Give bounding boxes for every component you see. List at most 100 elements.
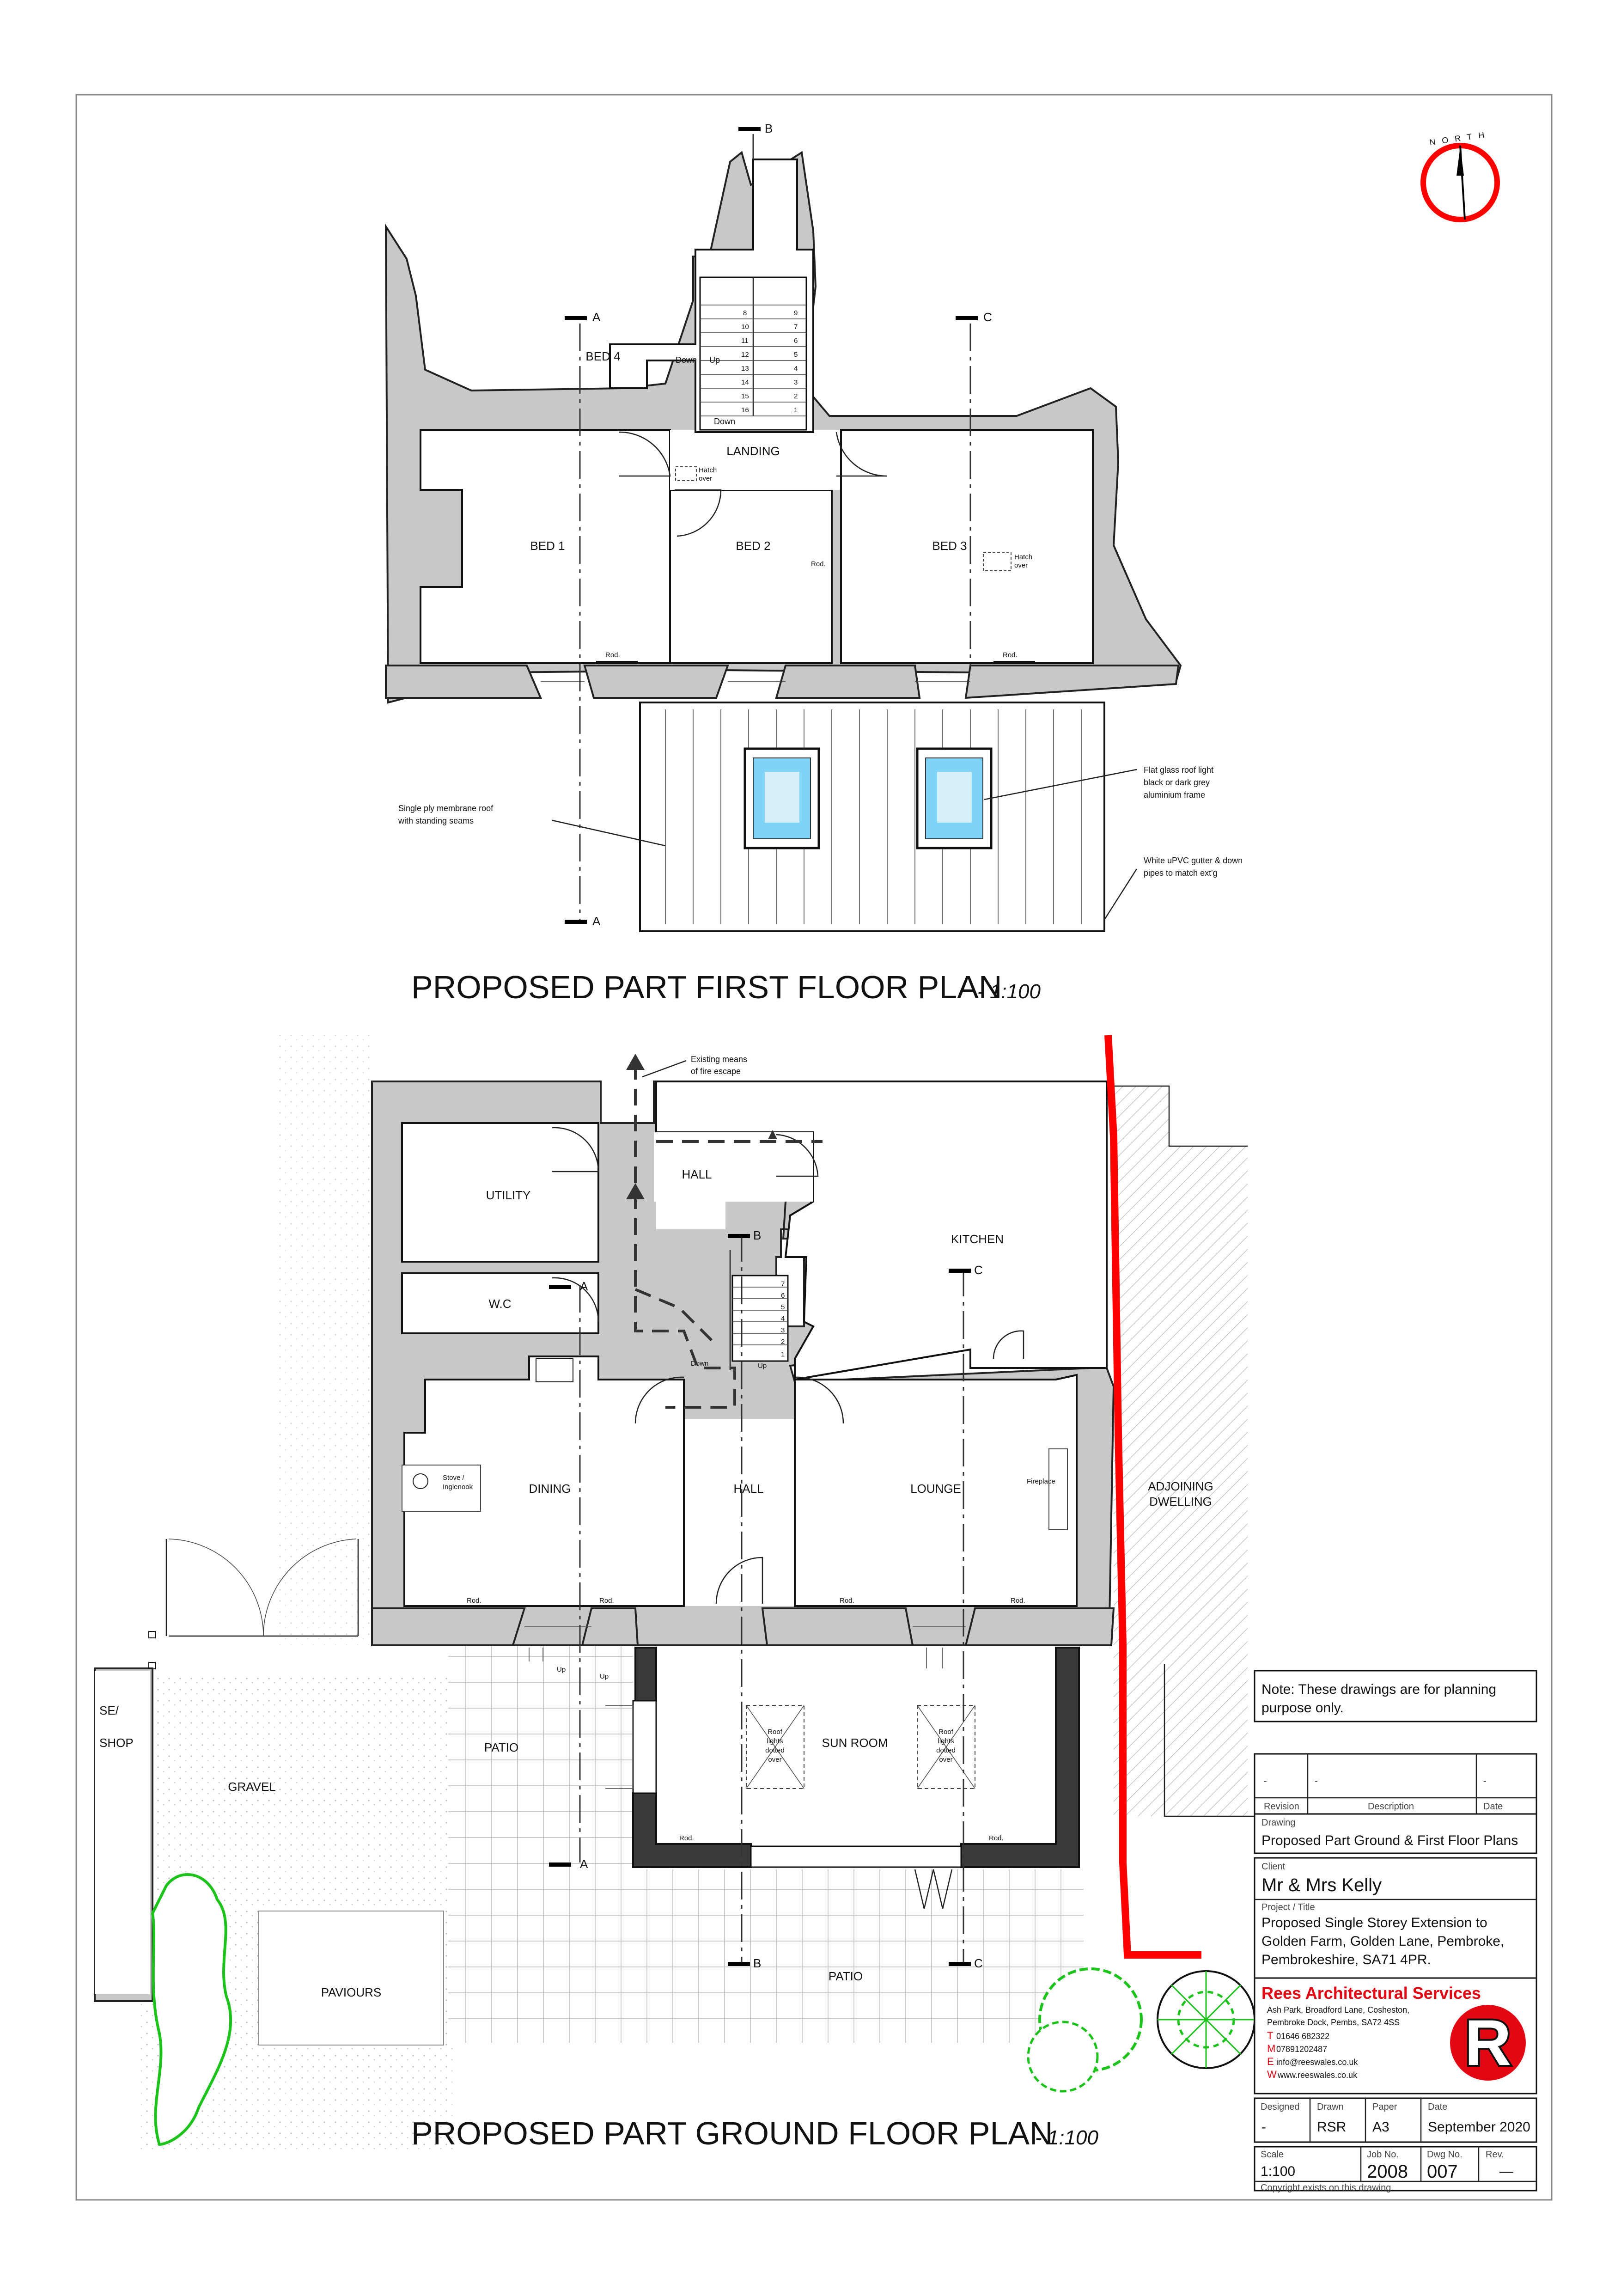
gutter-note-2: pipes to match ext'g: [1144, 868, 1218, 878]
first-floor-title: PROPOSED PART FIRST FLOOR PLAN: [411, 969, 1002, 1005]
section-c-label: C: [983, 310, 992, 324]
rod-label: Rod.: [599, 1597, 614, 1605]
bed-3-rod-label: Rod.: [1003, 651, 1018, 659]
bed-2-door: [675, 489, 722, 537]
section-b-label: B: [753, 1228, 761, 1242]
stair-num: 6: [781, 1292, 785, 1300]
escape-arrow-icon: [626, 1054, 645, 1070]
section-a-label-2: A: [592, 914, 601, 928]
kitchen-label: KITCHEN: [951, 1232, 1004, 1246]
paper-label: Paper: [1372, 2102, 1397, 2112]
stair-num: 11: [741, 337, 749, 345]
sun-room-wall: [960, 1647, 1080, 1868]
fire-escape-note-2: of fire escape: [691, 1067, 741, 1076]
stair-up-label: Up: [758, 1362, 767, 1370]
roof-lights-label: Roof: [938, 1728, 954, 1736]
phone-t: 01646 682322: [1276, 2032, 1329, 2041]
dining-door: [634, 1376, 684, 1424]
stair-num: 7: [794, 323, 798, 331]
bed-2-label: BED 2: [736, 539, 770, 553]
fire-escape-leader: [642, 1060, 687, 1078]
fire-escape-route: [634, 1063, 736, 1409]
scale-value: 1:100: [1261, 2164, 1295, 2179]
drawing-title: Proposed Part Ground & First Floor Plans: [1261, 1833, 1518, 1848]
site-boundary-line: [1104, 1035, 1201, 1959]
sheet-border: [75, 94, 1553, 2201]
utility-door: [552, 1127, 599, 1172]
patio-door: [529, 1648, 543, 1661]
lounge-door: [794, 1376, 844, 1424]
section-c-label: C: [974, 1263, 983, 1277]
section-a-label: A: [580, 1279, 588, 1293]
fire-escape-route-3: [634, 1288, 713, 1342]
client-label: Client: [1261, 1862, 1286, 1872]
adjoining-label: ADJOINING: [1148, 1479, 1213, 1493]
bed-3-label: BED 3: [932, 539, 967, 553]
stair-num: 3: [794, 379, 798, 386]
adjoining-outline: [1109, 1085, 1248, 1147]
firm-address-2: Pembroke Dock, Pembs, SA72 4SS: [1267, 2018, 1400, 2027]
tree-icon: [1027, 1967, 1143, 2093]
section-a-label: A: [592, 310, 601, 324]
rev-value: —: [1499, 2164, 1513, 2179]
revision-dash: -: [1264, 1776, 1267, 1786]
section-marker: [728, 1962, 750, 1966]
firm-logo-icon: R: [1450, 2004, 1526, 2081]
stair-num: 15: [741, 392, 749, 400]
job-label: Job No.: [1367, 2149, 1399, 2160]
back-door: [993, 1330, 1024, 1359]
first-floor-windows: [385, 665, 1180, 699]
section-marker: [956, 316, 978, 320]
sun-room-side-door-swing: [605, 1705, 634, 1789]
ground-floor-title: PROPOSED PART GROUND FLOOR PLAN: [411, 2115, 1053, 2151]
bed-2-rod-label: Rod.: [811, 560, 826, 568]
section-marker: [728, 1234, 750, 1238]
section-c-label-2: C: [974, 1956, 983, 1970]
roof-lights-label-3: dotted: [765, 1746, 785, 1754]
rod-label: Rod.: [989, 1834, 1004, 1842]
rooflight-note-3: aluminium frame: [1144, 790, 1205, 800]
sun-room-bifold: [750, 1845, 962, 1868]
bed-2-room: [669, 489, 833, 664]
gutter-note: White uPVC gutter & down: [1144, 856, 1243, 865]
sun-room-wall: [632, 1792, 752, 1868]
revision-dash: -: [1483, 1776, 1487, 1786]
roof-light-dotted-icon: [746, 1705, 804, 1789]
client-project-box: [1254, 1857, 1537, 1979]
date-label: Date: [1428, 2102, 1447, 2112]
stair-num: 4: [781, 1315, 785, 1323]
web-key: W: [1267, 2069, 1277, 2080]
roof-light-dotted-icon: [917, 1705, 975, 1789]
tree-icon: [1157, 1970, 1255, 2069]
up-label: Up: [557, 1666, 566, 1673]
section-a-label-2: A: [580, 1857, 588, 1871]
front-door: [715, 1557, 763, 1604]
stair-down-label: Down: [676, 355, 697, 365]
rev-label: Rev.: [1486, 2149, 1504, 2160]
paper-value: A3: [1372, 2119, 1389, 2135]
bed-3-hatch: [983, 552, 1012, 571]
patio-area: [448, 1645, 1086, 2043]
gutter-leader: [1103, 868, 1138, 920]
first-floor-stair: [699, 276, 807, 431]
utility-label: UTILITY: [486, 1188, 531, 1202]
paviours-label: PAVIOURS: [321, 1985, 382, 1999]
bed-4-label: BED 4: [585, 349, 620, 363]
escape-arrow-icon: [626, 1183, 645, 1199]
stair-num: 1: [781, 1350, 785, 1358]
project-line-3: Pembrokeshire, SA71 4PR.: [1261, 1952, 1431, 1967]
roof-lights-label-2: lights: [938, 1737, 954, 1745]
roof-seams: [665, 709, 1082, 924]
stair-num: 9: [794, 309, 798, 317]
roof-light-icon: [916, 747, 993, 849]
landing-hatch: [675, 466, 697, 481]
membrane-note-2: with standing seams: [398, 816, 474, 825]
stair-num: 7: [781, 1280, 785, 1288]
roof-lights-label-4: over: [939, 1756, 952, 1764]
designed-label: Designed: [1261, 2102, 1300, 2112]
job-value: 2008: [1367, 2162, 1408, 2182]
stove-label: Stove /: [443, 1474, 465, 1482]
drawn-label: Drawn: [1317, 2102, 1344, 2112]
stair-num: 2: [794, 392, 798, 400]
